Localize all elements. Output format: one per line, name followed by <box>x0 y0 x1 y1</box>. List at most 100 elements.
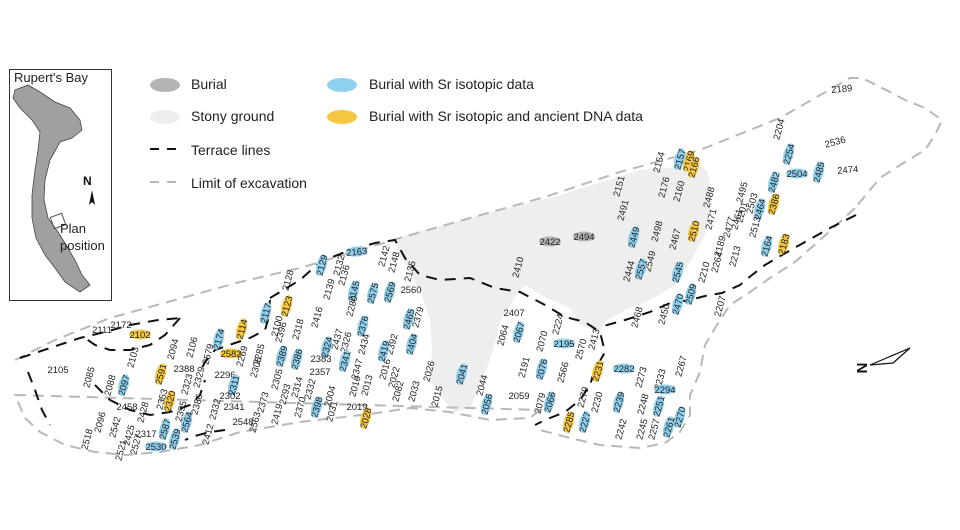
burial-label: 2521 <box>114 439 130 462</box>
burial-marker: 2404 <box>405 333 421 356</box>
burial-marker: 2096 <box>93 411 109 434</box>
stony-ground-area <box>395 165 712 412</box>
burial-marker: 2254 <box>782 143 798 166</box>
burial-shape <box>688 220 700 242</box>
burial-label: 2545 <box>671 261 687 284</box>
burial-marker: 2370 <box>293 396 309 419</box>
burial-label: 2117 <box>259 302 275 325</box>
burial-marker: 2449 <box>627 226 643 249</box>
burial-shape <box>339 350 351 372</box>
burial-marker: 2488 <box>702 186 718 209</box>
burial-marker: 2357 <box>309 367 330 378</box>
burial-marker: 2536 <box>824 135 847 151</box>
burial-label: 2015 <box>430 385 446 408</box>
burial-label: 2142 <box>377 245 393 268</box>
burial-marker: 2302 <box>219 391 240 402</box>
burial-shape <box>778 233 790 255</box>
burial-marker: 2549 <box>643 250 659 273</box>
burial-marker: 2557 <box>634 258 650 281</box>
burial-marker: 2510 <box>687 220 703 243</box>
burial-label: 2407 <box>503 308 524 319</box>
burial-label: 2285 <box>252 343 268 366</box>
burial-marker: 2569 <box>383 281 399 304</box>
burial-marker: 2563 <box>248 411 264 434</box>
burial-shape <box>155 363 167 385</box>
burial-label: 2422 <box>539 237 560 248</box>
burial-label: 2518 <box>80 428 96 451</box>
burial-label: 2326 <box>339 331 355 354</box>
burial-label: 2269 <box>235 345 251 368</box>
burial-label: 2569 <box>383 281 399 304</box>
burial-label: 2388 <box>173 364 194 375</box>
burial-marker: 2413 <box>587 328 603 351</box>
burial-marker: 2139 <box>322 278 338 301</box>
burial-shape <box>544 391 556 413</box>
burial-marker: 2270 <box>673 406 689 429</box>
burial-label: 2470 <box>671 293 687 316</box>
burial-marker: 2224 <box>551 313 567 336</box>
legend-terrace-label: Terrace lines <box>191 142 271 158</box>
burial-marker: 2579 <box>201 343 217 366</box>
burial-label: 2064 <box>496 324 512 347</box>
burial-marker: 2273 <box>634 366 650 389</box>
burial-label: 2379 <box>411 306 427 329</box>
burial-marker: 2189 <box>713 235 729 258</box>
burial-label: 2094 <box>166 338 182 361</box>
burial-label: 2270 <box>673 406 689 429</box>
burial-shape <box>674 406 686 428</box>
burial-shape <box>348 280 360 302</box>
burial-shape <box>674 148 686 170</box>
burial-marker: 2210 <box>697 261 713 284</box>
burial-marker: 2548 <box>232 417 253 428</box>
burial-marker: 2566 <box>556 361 572 384</box>
burial-label: 2273 <box>634 366 650 389</box>
burial-label: 2079 <box>533 392 549 415</box>
burial-shape <box>169 428 181 450</box>
burial-label: 2100 <box>270 315 286 338</box>
burial-marker: 2026 <box>422 360 438 383</box>
burial-label: 2026 <box>422 360 438 383</box>
burial-label: 2176 <box>657 176 673 199</box>
burial-marker: 2088 <box>103 374 119 397</box>
burial-marker: 2207 <box>713 295 729 318</box>
burial-marker: 2470 <box>671 293 687 316</box>
burial-label: 2485 <box>812 161 828 184</box>
burial-marker: 2010 <box>348 375 364 398</box>
burial-marker: 2097 <box>117 374 133 397</box>
burial-label: 2305 <box>270 368 286 391</box>
burial-shape <box>563 411 575 433</box>
burial-shape <box>653 395 665 417</box>
burial-label: 2582 <box>220 349 241 360</box>
burial-shape <box>754 198 766 220</box>
burial-label: 2513 <box>748 216 764 239</box>
burial-shape <box>553 338 575 349</box>
burial-marker: 2332 <box>303 378 319 401</box>
burial-label: 2059 <box>508 391 529 402</box>
burial-label: 2509 <box>684 283 700 306</box>
burial-marker: 2527 <box>129 433 145 456</box>
burial-label: 2587 <box>158 418 174 441</box>
burial-marker: 2015 <box>430 385 446 408</box>
burial-label: 2482 <box>767 171 783 194</box>
burial-label: 2067 <box>512 321 528 344</box>
burial-marker: 2465 <box>402 308 418 331</box>
burial-marker: 2591 <box>154 363 170 386</box>
burial-label: 2434 <box>357 333 373 356</box>
burial-label: 2530 <box>145 442 166 453</box>
burial-label: 2227 <box>578 411 594 434</box>
legend-burial-swatch <box>150 78 180 92</box>
burial-label: 2136 <box>337 264 353 287</box>
burial-label: 2471 <box>704 208 720 231</box>
burial-marker: 2102 <box>129 329 151 341</box>
burial-marker: 2056 <box>480 393 496 416</box>
burial-marker: 2386 <box>190 393 206 416</box>
burial-shape <box>613 391 625 413</box>
burial-label: 2539 <box>168 428 184 451</box>
burial-marker: 2293 <box>278 383 294 406</box>
burial-label: 2542 <box>108 416 124 439</box>
legend-sr-dna-swatch <box>327 110 357 124</box>
burial-label: 2549 <box>643 250 659 273</box>
burial-marker: 2142 <box>377 245 393 268</box>
burial-marker: 2231 <box>591 360 607 383</box>
burial-marker: 2031 <box>325 400 341 423</box>
